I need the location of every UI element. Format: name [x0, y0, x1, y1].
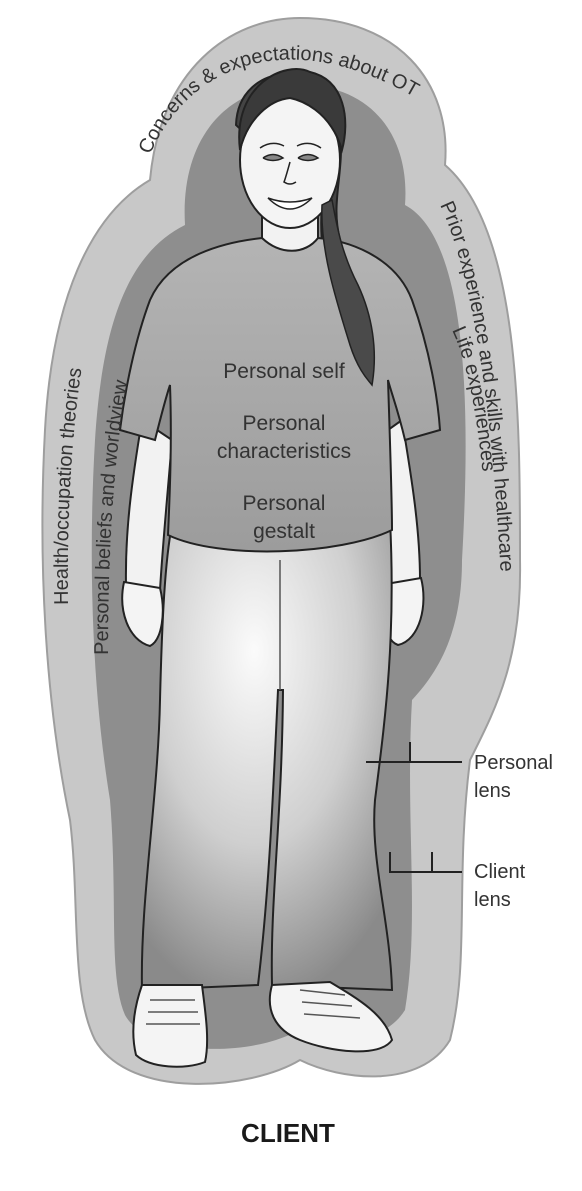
personal-gestalt-label-line2: gestalt: [253, 520, 315, 543]
left-eye: [263, 155, 283, 161]
diagram-title: CLIENT: [241, 1118, 335, 1148]
personal-self-label: Personal self: [223, 360, 345, 383]
client-lens-callout-line2: lens: [474, 889, 511, 911]
personal-lens-callout-line1: Personal: [474, 752, 553, 774]
personal-characteristics-label-line2: characteristics: [217, 440, 351, 463]
personal-lens-callout-line2: lens: [474, 780, 511, 802]
personal-gestalt-label-line1: Personal: [243, 492, 326, 515]
right-eye: [298, 155, 318, 161]
client-lens-callout-line1: Client: [474, 861, 526, 883]
personal-characteristics-label-line1: Personal: [243, 412, 326, 435]
left-shoe: [133, 985, 207, 1067]
